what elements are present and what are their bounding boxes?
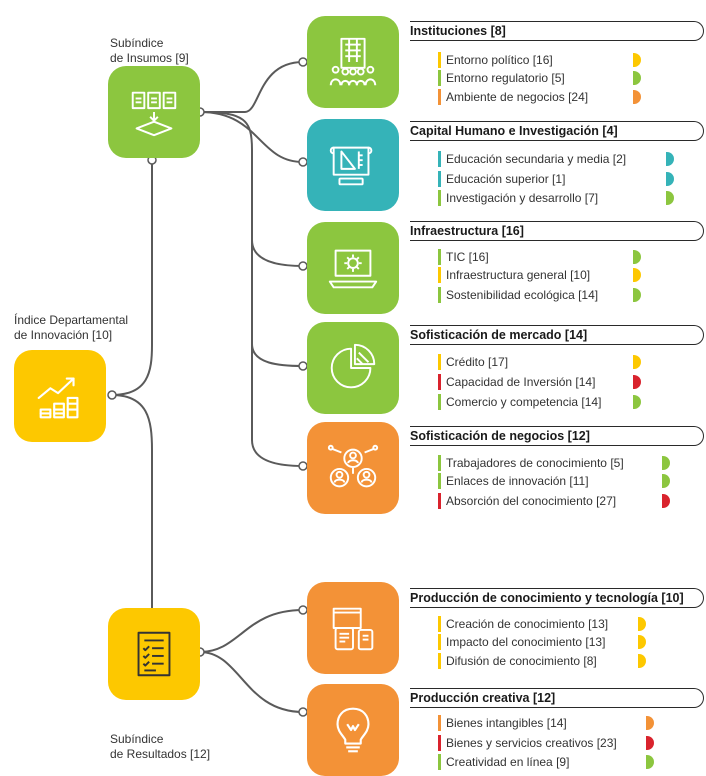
indicator-bar	[438, 267, 441, 283]
indicator-dot	[633, 90, 641, 104]
indicator-bar	[438, 455, 441, 471]
indicator-label: Creatividad en línea [9]	[446, 755, 570, 769]
indicator-label: Absorción del conocimiento [27]	[446, 494, 617, 508]
pillar-sofisticacion-mercado-title: Sofisticación de mercado [14]	[410, 325, 704, 345]
devices-icon	[332, 607, 374, 651]
indicator-dot	[646, 736, 654, 750]
subindex-resultados-label: Subíndice de Resultados [12]	[110, 732, 210, 762]
laptop-gear-icon	[328, 249, 378, 289]
indicator-dot	[633, 375, 641, 389]
indicator-bar	[438, 354, 441, 370]
indicator-label: Entorno político [16]	[446, 53, 553, 67]
indicator-bar	[438, 493, 441, 509]
indicator-dot	[666, 191, 674, 205]
indicator-label: Crédito [17]	[446, 355, 509, 369]
indicator-label: Creación de conocimiento [13]	[446, 617, 609, 631]
indicator-bar	[438, 653, 441, 669]
indicator-dot	[662, 474, 670, 488]
indicator-dot	[633, 268, 641, 282]
indicator-dot	[633, 288, 641, 302]
pillar-sofisticacion-mercado-tile	[307, 322, 399, 414]
indicator-bar	[438, 70, 441, 86]
indicator-bar	[438, 754, 441, 770]
pillar-instituciones-tile	[307, 16, 399, 108]
indicator-bar	[438, 287, 441, 303]
pillar-produccion-conocimiento-title: Producción de conocimiento y tecnología …	[410, 588, 704, 608]
subindex-insumos-label: Subíndice de Insumos [9]	[110, 36, 189, 66]
indicator-bar	[438, 171, 441, 187]
indicator-dot	[638, 635, 646, 649]
pillar-instituciones-title: Instituciones [8]	[410, 21, 704, 41]
indicator-dot	[638, 617, 646, 631]
subindex-insumos-tile	[108, 66, 200, 158]
pillar-sofisticacion-negocios-title: Sofisticación de negocios [12]	[410, 426, 704, 446]
indicator-dot	[662, 494, 670, 508]
indicator-bar	[438, 249, 441, 265]
indicator-label: Educación secundaria y media [2]	[446, 152, 627, 166]
indicator-bar	[438, 374, 441, 390]
indicator-label: Difusión de conocimiento [8]	[446, 654, 597, 668]
pie-chart-icon	[330, 343, 376, 389]
people-network-icon	[327, 444, 379, 488]
indicator-label: Impacto del conocimiento [13]	[446, 635, 606, 649]
indicator-label: Educación superior [1]	[446, 172, 566, 186]
indicator-label: Enlaces de innovación [11]	[446, 474, 589, 488]
subindex-insumos-label-line2: de Insumos [9]	[110, 51, 189, 65]
indicator-dot	[638, 654, 646, 668]
indicator-dot	[662, 456, 670, 470]
checklist-icon	[137, 631, 171, 677]
root-label: Índice Departamental de Innovación [10]	[14, 313, 128, 343]
indicator-bar	[438, 52, 441, 68]
indicator-bar	[438, 715, 441, 731]
pillar-sofisticacion-negocios-tile	[307, 422, 399, 514]
growth-chart-icon	[37, 377, 79, 419]
root-tile	[14, 350, 106, 442]
indicator-dot	[633, 250, 641, 264]
indicator-dot	[666, 172, 674, 186]
indicator-dot	[633, 53, 641, 67]
indicator-dot	[633, 355, 641, 369]
root-label-line1: Índice Departamental	[14, 313, 129, 327]
indicator-label: Bienes intangibles [14]	[446, 716, 567, 730]
indicator-dot	[646, 755, 654, 769]
indicator-dot	[646, 716, 654, 730]
indicator-label: Bienes y servicios creativos [23]	[446, 736, 617, 750]
pillar-produccion-creativa-tile	[307, 684, 399, 776]
indicator-bar	[438, 473, 441, 489]
indicator-label: Trabajadores de conocimiento [5]	[446, 456, 624, 470]
pillar-infraestructura-tile	[307, 222, 399, 314]
lightbulb-icon	[336, 707, 370, 753]
root-label-line2: de Innovación [10]	[14, 328, 113, 342]
indicator-label: Infraestructura general [10]	[446, 268, 591, 282]
subindex-insumos-label-line1: Subíndice	[110, 36, 164, 50]
indicator-bar	[438, 151, 441, 167]
indicator-label: Investigación y desarrollo [7]	[446, 191, 599, 205]
indicator-dot	[633, 71, 641, 85]
indicator-bar	[438, 735, 441, 751]
indicator-dot	[666, 152, 674, 166]
pillar-produccion-creativa-title: Producción creativa [12]	[410, 688, 704, 708]
pillar-capital-humano-title: Capital Humano e Investigación [4]	[410, 121, 704, 141]
indicator-label: TIC [16]	[446, 250, 489, 264]
indicator-bar	[438, 616, 441, 632]
pillar-infraestructura-title: Infraestructura [16]	[410, 221, 704, 241]
indicator-bar	[438, 634, 441, 650]
indicator-label: Sostenibilidad ecológica [14]	[446, 288, 599, 302]
subindex-resultados-label-line2: de Resultados [12]	[110, 747, 211, 761]
blueprint-icon	[329, 146, 373, 186]
indicator-label: Ambiente de negocios [24]	[446, 90, 589, 104]
indicator-bar	[438, 394, 441, 410]
indicator-label: Capacidad de Inversión [14]	[446, 375, 596, 389]
indicator-dot	[633, 395, 641, 409]
indicator-bar	[438, 89, 441, 105]
pillar-capital-humano-tile	[307, 119, 399, 211]
indicator-bar	[438, 190, 441, 206]
indicator-label: Entorno regulatorio [5]	[446, 71, 565, 85]
indicator-label: Comercio y competencia [14]	[446, 395, 602, 409]
subindex-resultados-label-line1: Subíndice	[110, 732, 164, 746]
pillar-produccion-conocimiento-tile	[307, 582, 399, 674]
documents-stack-icon	[131, 91, 177, 137]
government-building-icon	[329, 37, 377, 86]
subindex-resultados-tile	[108, 608, 200, 700]
